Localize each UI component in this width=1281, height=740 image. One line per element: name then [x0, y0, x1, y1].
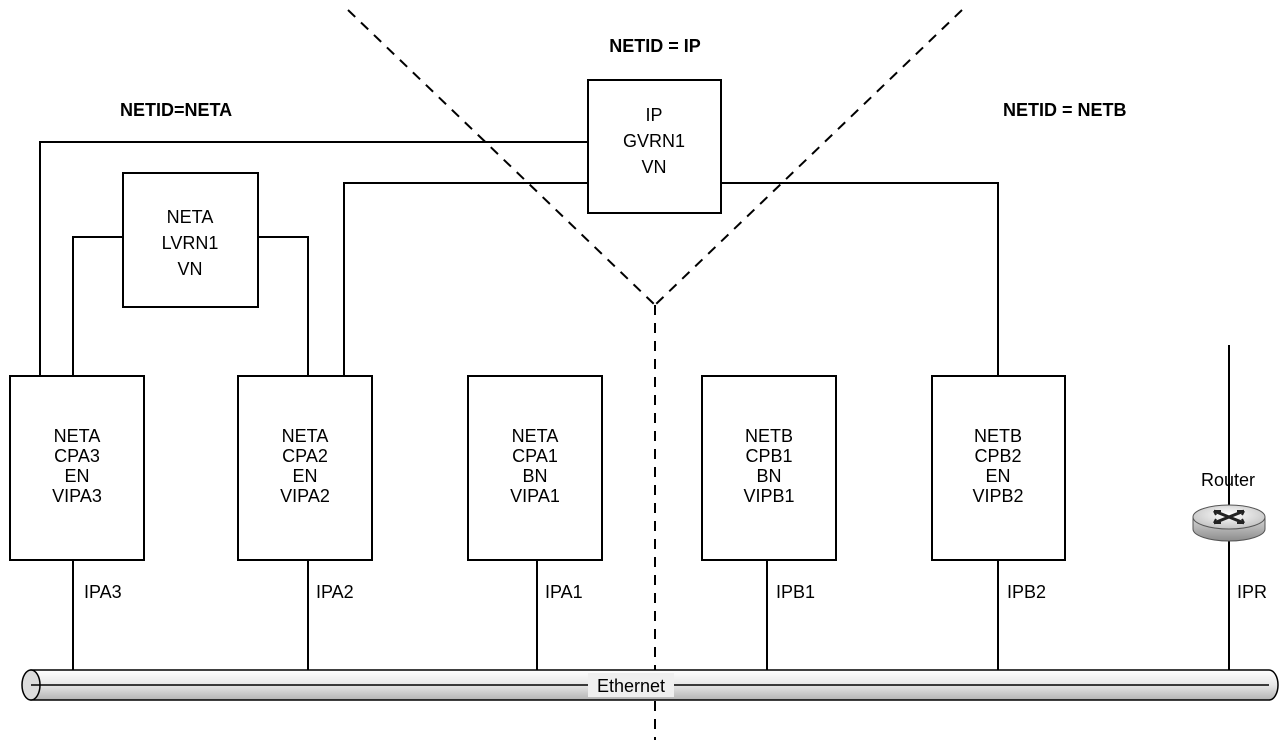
- zone-label-ip: NETID = IP: [609, 36, 701, 56]
- cpa3-line-1: NETA: [54, 426, 101, 446]
- cp-node-cpb1: NETB CPB1 BN VIPB1 IPB1: [701, 375, 837, 602]
- router-icon: [1192, 504, 1266, 542]
- cpa3-line-3: EN: [64, 466, 89, 486]
- link-lvrn1-cpa2: [258, 236, 309, 376]
- ethernet-bus: Ethernet: [21, 669, 1279, 701]
- ip-label-cpb1: IPB1: [776, 582, 815, 602]
- cpa1-line-4: VIPA1: [510, 486, 560, 506]
- cp-node-cpa2: NETA CPA2 EN VIPA2 IPA2: [237, 375, 373, 602]
- cpb1-line-3: BN: [756, 466, 781, 486]
- router-label: Router: [1201, 470, 1255, 490]
- ip-label-cpa3: IPA3: [84, 582, 122, 602]
- connections: [39, 141, 1230, 672]
- lvrn1-line-2: LVRN1: [162, 233, 219, 253]
- cpb1-line-1: NETB: [745, 426, 793, 446]
- cpa1-line-3: BN: [522, 466, 547, 486]
- gvrn1-line-1: IP: [645, 105, 662, 125]
- cpb2-line-4: VIPB2: [972, 486, 1023, 506]
- cpb1-line-2: CPB1: [745, 446, 792, 466]
- gvrn1-line-2: GVRN1: [623, 131, 685, 151]
- vn-node-gvrn1: IP GVRN1 VN: [587, 79, 722, 214]
- link-lvrn1-cpa3: [72, 236, 123, 376]
- ip-label-cpa2: IPA2: [316, 582, 354, 602]
- cpa3-line-4: VIPA3: [52, 486, 102, 506]
- zone-label-neta: NETID=NETA: [120, 100, 232, 120]
- cpb2-line-3: EN: [985, 466, 1010, 486]
- ip-label-cpb2: IPB2: [1007, 582, 1046, 602]
- cpa1-line-1: NETA: [512, 426, 559, 446]
- zone-boundaries: [347, 9, 963, 740]
- router: Router IPR: [1192, 470, 1267, 602]
- ethernet-label: Ethernet: [597, 676, 665, 696]
- cpb1-line-4: VIPB1: [743, 486, 794, 506]
- cpb2-line-1: NETB: [974, 426, 1022, 446]
- link-gvrn1-cpa2: [343, 182, 588, 376]
- vn-node-lvrn1: NETA LVRN1 VN: [122, 172, 259, 308]
- link-gvrn1-cpa3: [39, 141, 588, 376]
- cpa3-line-2: CPA3: [54, 446, 100, 466]
- cpa2-line-1: NETA: [282, 426, 329, 446]
- zone-label-netb: NETID = NETB: [1003, 100, 1127, 120]
- ip-label-cpa1: IPA1: [545, 582, 583, 602]
- link-gvrn1-cpb2: [721, 182, 999, 376]
- cp-node-cpa3: NETA CPA3 EN VIPA3 IPA3: [9, 375, 145, 602]
- cp-node-cpb2: NETB CPB2 EN VIPB2 IPB2: [931, 375, 1066, 602]
- gvrn1-line-3: VN: [641, 157, 666, 177]
- cpa2-line-3: EN: [292, 466, 317, 486]
- cpa1-line-2: CPA1: [512, 446, 558, 466]
- ip-label-router: IPR: [1237, 582, 1267, 602]
- cp-node-cpa1: NETA CPA1 BN VIPA1 IPA1: [467, 375, 603, 602]
- cpb2-line-2: CPB2: [974, 446, 1021, 466]
- cpa2-line-2: CPA2: [282, 446, 328, 466]
- cpa2-line-4: VIPA2: [280, 486, 330, 506]
- lvrn1-line-1: NETA: [167, 207, 214, 227]
- lvrn1-line-3: VN: [177, 259, 202, 279]
